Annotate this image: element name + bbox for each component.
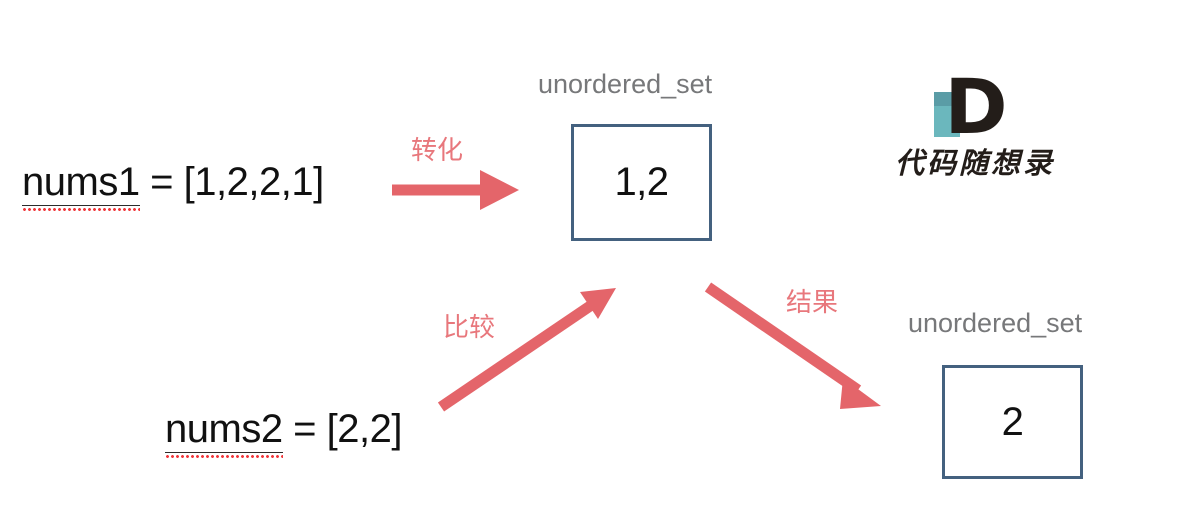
arrow-compare	[437, 288, 616, 412]
logo-letter-d: D	[944, 62, 1007, 151]
set-caption-result: unordered_set	[908, 308, 1083, 338]
set-box-top: 1,2	[571, 124, 712, 241]
set-value-result: 2	[1001, 399, 1024, 444]
arrow-label-convert: 转化	[411, 136, 464, 166]
arrow-label-compare: 比较	[443, 313, 496, 343]
arrow-label-result: 结果	[786, 288, 839, 318]
array-literal-nums1: = [1,2,2,1]	[139, 160, 324, 204]
logo-wordmark: 代码随想录	[894, 146, 1055, 180]
logo-teal-bar-shade	[934, 92, 960, 106]
watermark-logo: D 代码随想录	[880, 62, 1070, 181]
variable-name-nums1: nums1	[22, 160, 140, 211]
variable-name-nums2: nums2	[165, 407, 283, 458]
arrow-convert	[392, 170, 519, 210]
set-caption-top: unordered_set	[538, 69, 713, 99]
set-value-top: 1,2	[614, 160, 669, 204]
set-box-result: 2	[942, 365, 1083, 479]
array-literal-nums2: = [2,2]	[282, 407, 402, 451]
logo-mark: D	[880, 62, 1070, 151]
input-expression-nums1: nums1 = [1,2,2,1]	[22, 160, 324, 211]
input-expression-nums2: nums2 = [2,2]	[165, 407, 402, 458]
